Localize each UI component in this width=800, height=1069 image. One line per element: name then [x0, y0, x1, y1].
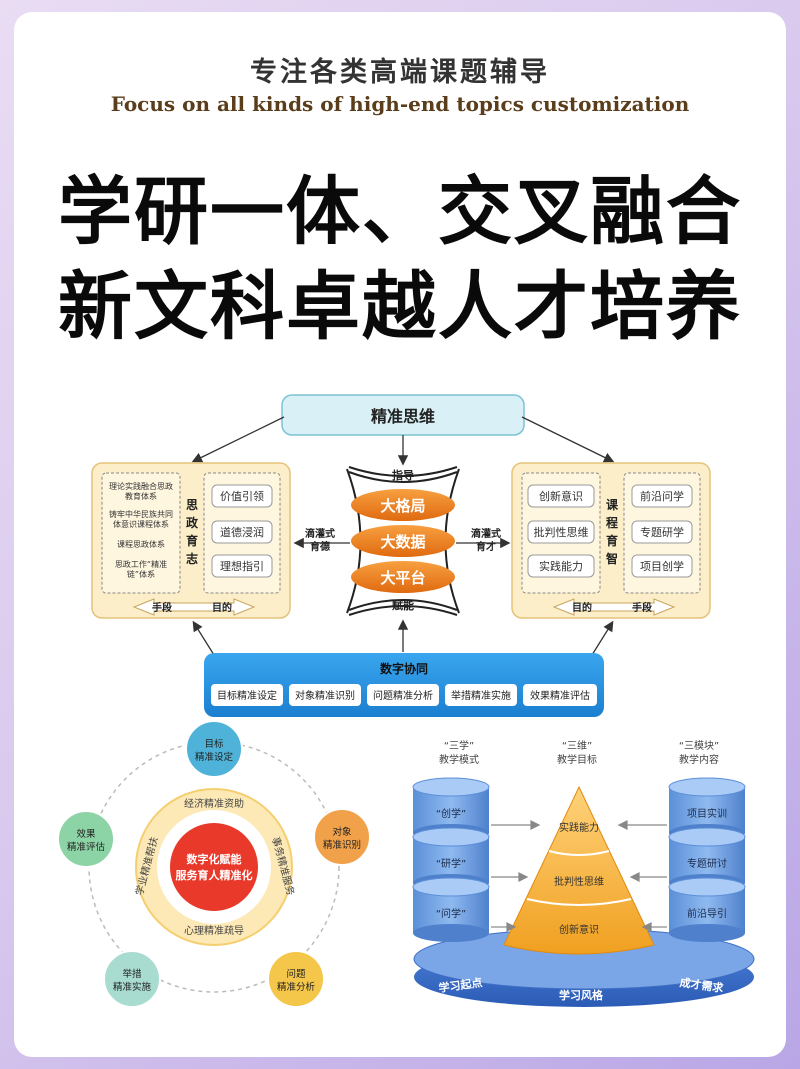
left-method-1b: 教育体系 [125, 491, 157, 501]
cycle-node-3: 问题精准分析 [267, 950, 325, 1008]
cycle-node-1-text-1: 目标 [204, 738, 224, 750]
cycle-node-3-text-1: 问题 [286, 968, 306, 980]
poster-card: 专注各类高端课题辅导 Focus on all kinds of high-en… [14, 12, 786, 1057]
drip-right-2: 育才 [476, 540, 496, 553]
right-method-2: 批判性思维 [534, 525, 589, 539]
cycle-node-4-text-2: 精准实施 [113, 981, 152, 993]
cycle-node-1-text-2: 精准设定 [195, 751, 234, 763]
cycle-node-1: 目标精准设定 [185, 720, 243, 778]
drip-left-1: 滴灌式 [305, 527, 335, 540]
cycle-node-5: 效果精准评估 [57, 810, 115, 868]
right-goal-3: 项目创学 [640, 559, 684, 573]
right-cylinder-label-2: 专题研讨 [687, 857, 727, 870]
header-3-line-2: 教学内容 [679, 753, 719, 766]
empower-label: 赋能 [392, 598, 414, 612]
center-ellipse-1 [351, 489, 455, 521]
header-3-line-1: “三模块” [679, 740, 719, 752]
left-cylinder-label-3: “问学” [436, 907, 466, 920]
left-method-4a: 思政工作“精准 [115, 559, 167, 569]
ring-top: 经济精准资助 [184, 797, 244, 810]
headline-line-2: 新文科卓越人才培养 [58, 264, 742, 350]
bottom-bar-title: 数字协同 [380, 661, 428, 676]
cycle-node-2-text-1: 对象 [332, 826, 352, 838]
left-cylinder-label-2: “研学” [436, 857, 466, 870]
header-1-line-1: “三学” [444, 739, 474, 752]
bottom-item-2: 对象精准识别 [295, 689, 355, 702]
headline-line-1: 学研一体、交叉融合 [58, 169, 742, 255]
center-core [170, 823, 258, 911]
right-method-1: 创新意识 [539, 489, 583, 503]
base-label-1: 学习起点 [438, 975, 484, 995]
right-cylinder-label-3: 前沿导引 [687, 907, 727, 920]
diagram-three-dimensions: “三学” 教学模式 “三维” 教学目标 “三模块” 教学内容 “创学” “研学” “… [412, 739, 755, 1007]
drip-right-1: 滴灌式 [471, 527, 501, 540]
drip-left-2: 育德 [310, 540, 330, 553]
subtitle-english: Focus on all kinds of high-end topics cu… [110, 92, 690, 116]
left-vertical-char-3: 育 [186, 533, 198, 548]
left-cylinder-label-1: “创学” [436, 807, 466, 820]
pyramid-level-1: 实践能力 [559, 821, 599, 834]
pyramid-level-3: 创新意识 [559, 923, 599, 936]
right-vertical-char-3: 育 [606, 533, 618, 548]
left-foot-goals: 目的 [212, 601, 232, 614]
left-cylinder-2: “研学” [412, 827, 490, 892]
bottom-item-5: 效果精准评估 [530, 689, 590, 702]
bottom-item-4: 举措精准实施 [451, 689, 511, 702]
cycle-node-4: 举措精准实施 [103, 950, 161, 1008]
center-text-2: 服务育人精准化 [176, 868, 253, 882]
right-foot-goals: 目的 [572, 601, 592, 614]
center-label-1: 大格局 [380, 497, 425, 515]
right-goal-2: 专题研学 [640, 525, 684, 539]
left-vertical-char-4: 志 [186, 551, 198, 566]
center-ellipse-3 [351, 561, 455, 593]
right-cylinder-label-1: 项目实训 [687, 807, 727, 820]
right-vertical-char-1: 课 [606, 497, 619, 512]
right-cylinder-3: 前沿导引 [668, 877, 746, 942]
base-label-3: 成才需求 [679, 975, 726, 995]
left-method-1a: 理论实践融合思政 [109, 481, 173, 491]
left-cylinder-3: “问学” [412, 877, 490, 942]
cycle-node-2-text-2: 精准识别 [323, 839, 361, 851]
right-method-3: 实践能力 [539, 559, 583, 573]
right-vertical-char-4: 智 [605, 551, 618, 566]
center-label-3: 大平台 [380, 569, 425, 587]
cycle-node-3-text-2: 精准分析 [277, 981, 316, 993]
header-1-line-2: 教学模式 [439, 753, 479, 766]
left-goal-3: 理想指引 [220, 559, 264, 573]
cycle-node-5-text-2: 精准评估 [67, 841, 106, 853]
cycle-node-5-text-1: 效果 [76, 828, 96, 840]
center-label-2: 大数据 [380, 533, 425, 551]
pyramid-level-2: 批判性思维 [554, 875, 604, 888]
diagram-service-cycle: 数字化赋能 服务育人精准化 经济精准资助 心理精准疏导 事务精准服务 学业精准帮… [57, 720, 371, 1008]
bottom-item-3: 问题精准分析 [373, 689, 433, 702]
left-method-2b: 体意识课程体系 [113, 519, 169, 529]
right-vertical-char-2: 程 [606, 515, 618, 530]
cycle-node-4-text-1: 举措 [122, 968, 142, 980]
left-vertical-char-2: 政 [186, 515, 199, 530]
left-cylinder-1: “创学” [412, 777, 490, 842]
center-ellipse-2 [351, 525, 455, 557]
left-goal-2: 道德浸润 [220, 525, 264, 539]
subtitle-chinese: 专注各类高端课题辅导 [250, 57, 550, 88]
base-label-2: 学习风格 [559, 988, 604, 1002]
cycle-node-2: 对象精准识别 [313, 808, 371, 866]
left-goal-1: 价值引领 [220, 489, 264, 503]
ring-bottom: 心理精准疏导 [184, 924, 244, 937]
top-box-label: 精准思维 [371, 407, 435, 426]
guide-label: 指导 [392, 468, 414, 482]
left-method-4b: 链”体系 [127, 569, 155, 579]
center-text-1: 数字化赋能 [187, 852, 242, 866]
left-method-3: 课程思政体系 [117, 539, 165, 549]
right-goal-1: 前沿问学 [640, 489, 684, 503]
left-method-2a: 铸牢中华民族共同 [109, 509, 173, 519]
bottom-item-1: 目标精准设定 [217, 689, 277, 702]
pyramid [503, 785, 655, 955]
left-foot-methods: 手段 [152, 601, 172, 614]
header-2-line-1: “三维” [562, 739, 592, 752]
diagram-precision-thinking: 精准思维 理论实践融合思政 教育体系 铸牢中华民族共同 体意识课程体系 课程思政… [91, 394, 711, 717]
header-2-line-2: 教学目标 [557, 753, 597, 766]
left-vertical-char-1: 思 [186, 498, 198, 512]
right-foot-methods: 手段 [632, 601, 652, 614]
